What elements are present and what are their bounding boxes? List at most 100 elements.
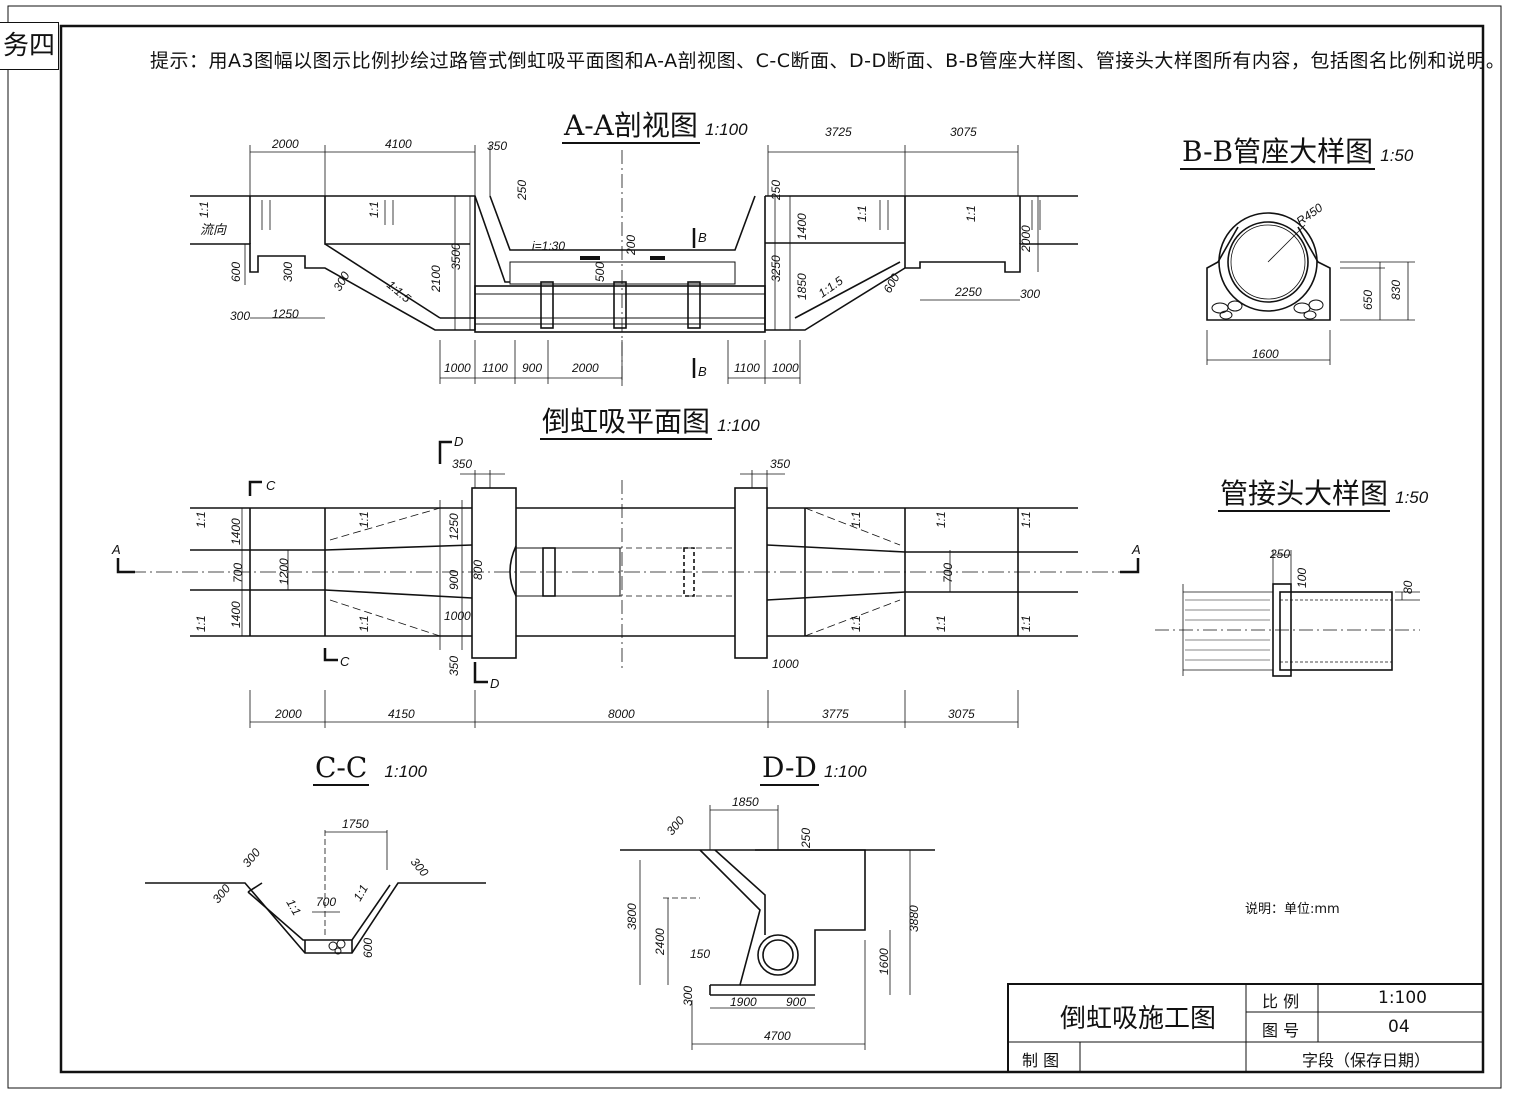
plan-section-mark-6: B — [698, 230, 707, 245]
cc-dim-4: 700 — [316, 895, 336, 909]
cc-view-title: C-C — [313, 751, 370, 786]
bb-view-title: B-B管座大样图 — [1180, 135, 1376, 170]
aa-dim-bottom-1: 1100 — [482, 361, 508, 375]
plan-slope-6: 1:1 — [934, 511, 948, 528]
units-note: 说明：单位:mm — [1245, 902, 1340, 917]
dd-view-title: D-D — [760, 751, 819, 786]
aa-dim-misc-4: 2100 — [429, 265, 443, 293]
aa-section-drawing — [190, 145, 1078, 390]
aa-dim-bottom-0: 1000 — [444, 361, 471, 375]
dd-dim-6: 1600 — [877, 948, 891, 975]
cc-dim-6: 1:1 — [283, 897, 303, 918]
aa-slope-1: 1:1 — [367, 201, 381, 218]
bb-dim-3: 1600 — [1252, 347, 1279, 361]
aa-slope-3: 1:1 — [964, 205, 978, 222]
cc-title-group: C-C 1:100 — [313, 751, 427, 786]
plan-dim-bottom-4: 3075 — [948, 707, 975, 721]
plan-dim-misc-4: 900 — [447, 570, 461, 590]
dd-section-drawing — [620, 805, 935, 1050]
aa-dim-misc-3: 3500 — [449, 243, 463, 270]
aa-dim-misc-12: 2250 — [954, 285, 982, 299]
drawn-by-label: 制 图 — [1022, 1051, 1060, 1070]
aa-dim-top-3: 3725 — [825, 125, 852, 139]
cc-dim-0: 1750 — [342, 817, 369, 831]
dd-dim-1: 300 — [664, 813, 688, 838]
plan-slope-2: 1:1 — [357, 511, 371, 528]
plan-title-group: 倒虹吸平面图 1:100 — [540, 405, 760, 440]
aa-dim-misc-10: 300 — [230, 309, 250, 323]
cc-section-drawing — [145, 830, 486, 955]
cc-dim-2: 300 — [210, 881, 234, 906]
plan-slope-4: 1:1 — [849, 511, 863, 528]
dd-dim-0: 1850 — [732, 795, 759, 809]
plan-dim-bottom-0: 2000 — [274, 707, 302, 721]
bb-dim-1: 650 — [1361, 290, 1375, 310]
aa-view-scale: 1:100 — [705, 120, 748, 139]
plan-section-mark-0: A — [111, 542, 121, 557]
dd-dim-3: 3800 — [625, 903, 639, 930]
aa-dim-bottom-3: 2000 — [571, 361, 599, 375]
plan-view-title: 倒虹吸平面图 — [540, 405, 713, 440]
joint-detail-drawing — [1155, 550, 1420, 677]
aa-flow-label: 流向 — [200, 222, 227, 237]
plan-section-mark-3: C — [340, 654, 350, 669]
plan-dim-misc-10: 1200 — [277, 558, 291, 585]
bb-detail-drawing — [1206, 212, 1415, 365]
plan-slope-1: 1:1 — [194, 615, 208, 632]
number-label: 图 号 — [1262, 1021, 1300, 1040]
bb-dim-2: 830 — [1389, 280, 1403, 300]
plan-slope-7: 1:1 — [934, 615, 948, 632]
joint-dim-1: 100 — [1295, 568, 1309, 588]
aa-dim-misc-0: 250 — [515, 180, 529, 201]
dd-dim-11: 4700 — [764, 1029, 791, 1043]
cc-dim-3: 300 — [408, 855, 432, 880]
joint-view-scale: 1:50 — [1395, 488, 1429, 507]
drawing-name: 倒虹吸施工图 — [1060, 1004, 1217, 1034]
plan-section-mark-4: D — [454, 434, 463, 449]
aa-dim-misc-8: 600 — [229, 262, 243, 282]
plan-dim-misc-8: 700 — [231, 563, 245, 583]
plan-slope-8: 1:1 — [1019, 511, 1033, 528]
plan-section-mark-2: C — [266, 478, 276, 493]
plan-section-mark-7: B — [698, 364, 707, 379]
aa-dim-top-1: 4100 — [385, 137, 412, 151]
aa-dim-top-0: 2000 — [271, 137, 299, 151]
cc-dim-1: 300 — [240, 845, 264, 870]
plan-dim-misc-11: 700 — [941, 563, 955, 583]
dd-title-group: D-D 1:100 — [760, 751, 867, 786]
cc-dim-7: 1:1 — [350, 882, 370, 903]
dd-dim-9: 1900 — [730, 995, 757, 1009]
aa-title-group: A-A剖视图 1:100 — [562, 109, 748, 144]
plan-slope-9: 1:1 — [1019, 615, 1033, 632]
plan-dim-misc-1: 350 — [770, 457, 790, 471]
number-value: 04 — [1388, 1017, 1410, 1037]
plan-section-mark-5: D — [490, 676, 499, 691]
joint-view-title: 管接头大样图 — [1218, 477, 1391, 512]
aa-dim-bottom-5: 1000 — [772, 361, 799, 375]
aa-dim-misc-11: 1250 — [272, 307, 299, 321]
aa-slope-5: 1:1.5 — [816, 273, 846, 300]
dd-view-scale: 1:100 — [823, 762, 867, 781]
sheet-corner-tab: 务四 — [0, 22, 59, 70]
plan-view-scale: 1:100 — [717, 416, 760, 435]
date-field: 字段（保存日期） — [1302, 1051, 1431, 1070]
dd-dim-10: 900 — [786, 995, 806, 1009]
aa-dim-misc-14: 500 — [593, 262, 607, 282]
aa-dim-misc-15: 200 — [624, 235, 638, 256]
aa-dim-misc-1: 250 — [769, 180, 783, 201]
scale-label: 比 例 — [1262, 992, 1300, 1011]
aa-dim-misc-7: 2000 — [1019, 225, 1033, 253]
joint-dim-0: 250 — [1269, 547, 1290, 561]
dd-dim-2: 250 — [799, 828, 813, 849]
aa-slope-4: 1:1.5 — [384, 278, 414, 306]
bb-dim-0: R450 — [1294, 200, 1326, 228]
sheet-frame — [7, 5, 1502, 1089]
aa-dim-bottom-2: 900 — [522, 361, 542, 375]
plan-slope-0: 1:1 — [194, 511, 208, 528]
scale-value: 1:100 — [1378, 988, 1427, 1008]
aa-slope-0: 1:1 — [197, 201, 211, 218]
aa-dim-bottom-4: 1100 — [734, 361, 760, 375]
